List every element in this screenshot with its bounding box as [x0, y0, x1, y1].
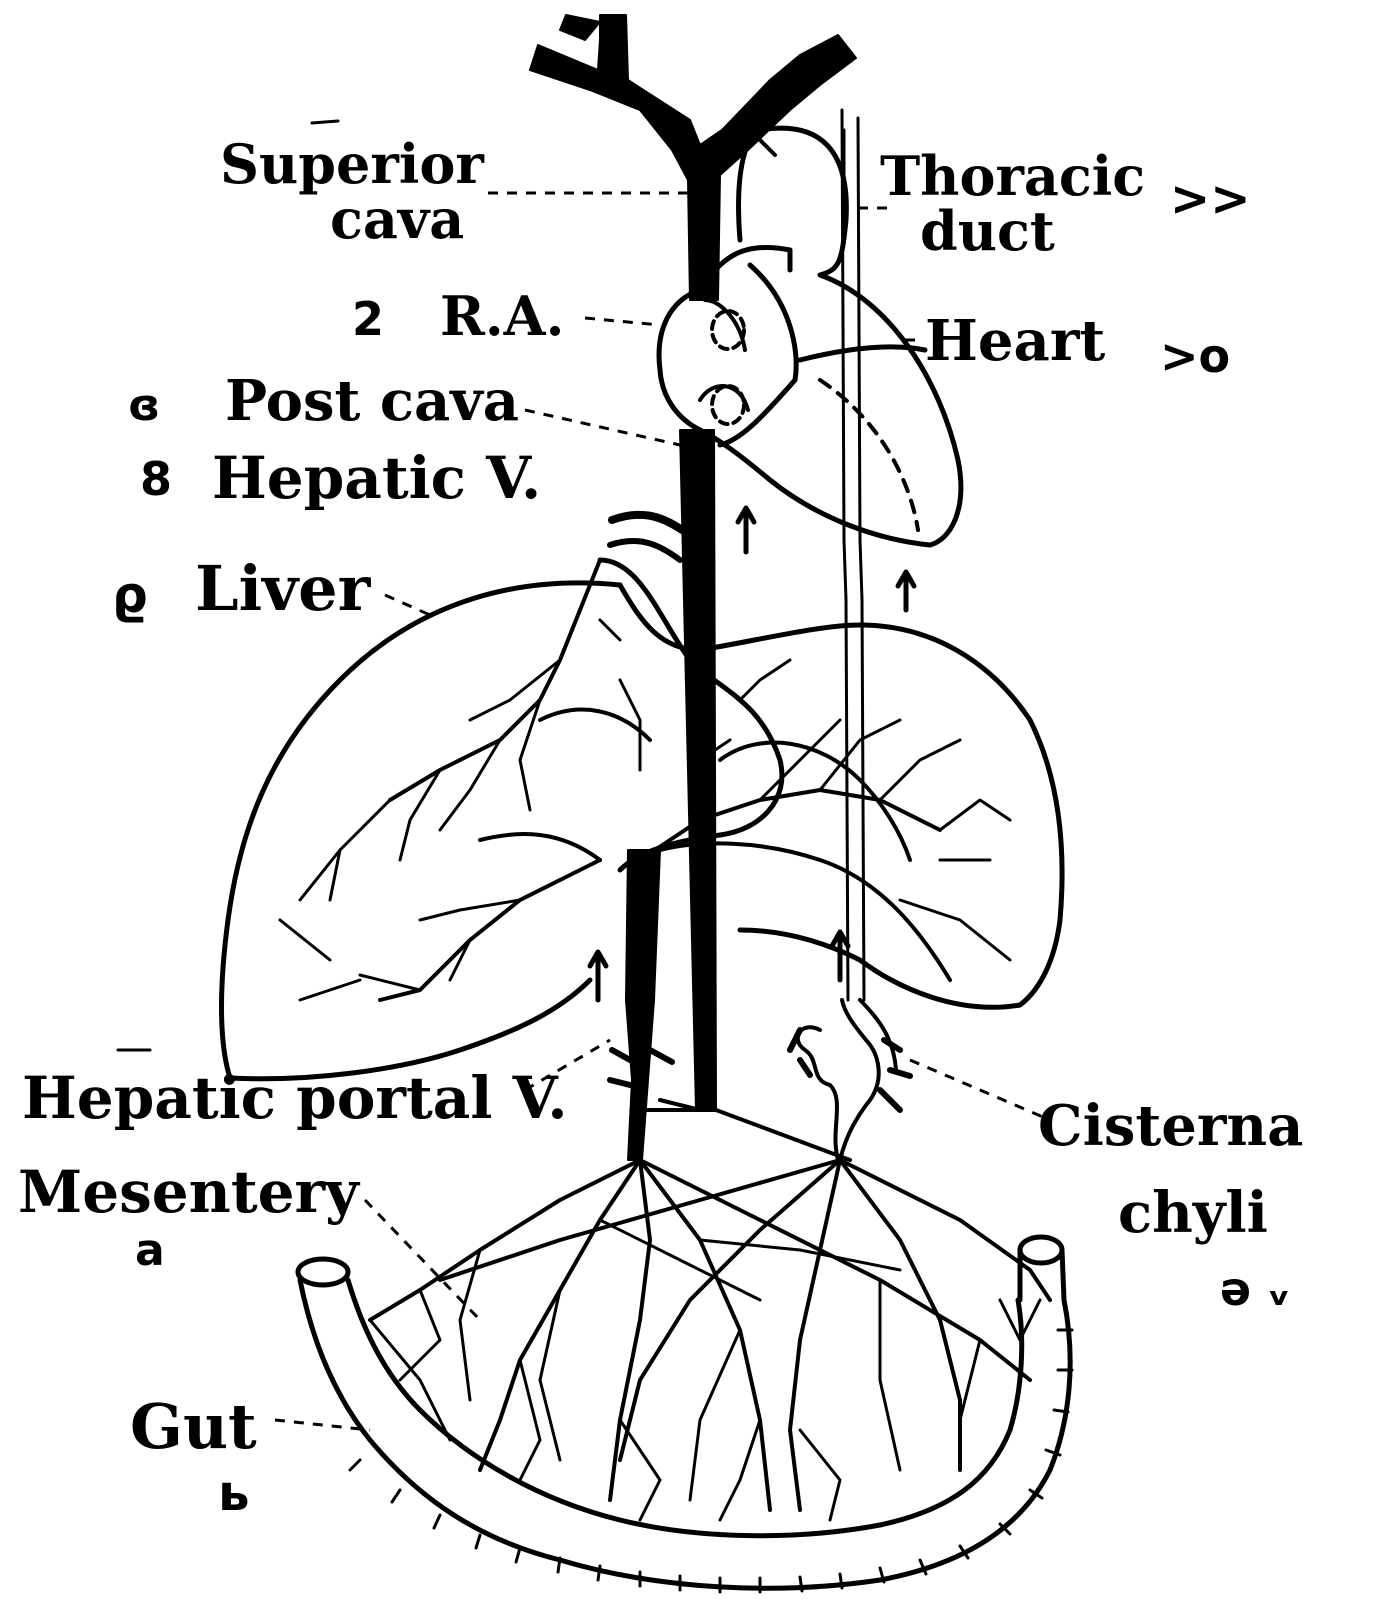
label-post-cava: Post cava — [225, 368, 519, 434]
label-thoracic-duct-line2: duct — [920, 199, 1055, 263]
cisterna-chyli — [790, 1000, 910, 1160]
margin-mark-heart: >o — [1160, 329, 1230, 383]
label-superior-cava: Superior cava — [220, 132, 484, 251]
label-liver: Liver — [195, 552, 372, 625]
superior-cava-vessel — [530, 15, 856, 300]
margin-mark-cisterna: ə ᵥ — [1220, 1262, 1290, 1316]
label-cisterna-line2: chyli — [1118, 1180, 1268, 1246]
label-mesentery: Mesentery — [18, 1158, 361, 1226]
label-hepatic-v: Hepatic V. — [212, 444, 541, 512]
label-gut: Gut — [130, 1390, 257, 1463]
hepatic-portal-vein — [610, 850, 672, 1160]
label-cisterna-line1: Cisterna — [1038, 1093, 1303, 1159]
margin-mark-hepatic-v: 8 — [140, 452, 172, 506]
label-hepatic-portal-v: Hepatic portal V. — [22, 1064, 568, 1132]
label-thoracic-duct: Thoracic duct — [880, 144, 1145, 263]
margin-mark-ra: 2 — [352, 292, 384, 346]
margin-mark-post-cava: ɞ — [128, 380, 160, 431]
label-heart: Heart — [925, 308, 1105, 374]
margin-mark-gut: ь — [218, 1464, 250, 1522]
margin-mark-mesentery: a — [135, 1225, 165, 1276]
margin-mark-liver: ϱ — [112, 566, 148, 624]
label-ra: R.A. — [440, 284, 564, 348]
margin-mark-thoracic-duct: >> — [1170, 171, 1250, 227]
label-cisterna-chyli: Cisterna chyli — [1038, 1093, 1303, 1246]
label-superior-cava-line2: cava — [330, 187, 464, 251]
gut-outline — [298, 1237, 1072, 1592]
